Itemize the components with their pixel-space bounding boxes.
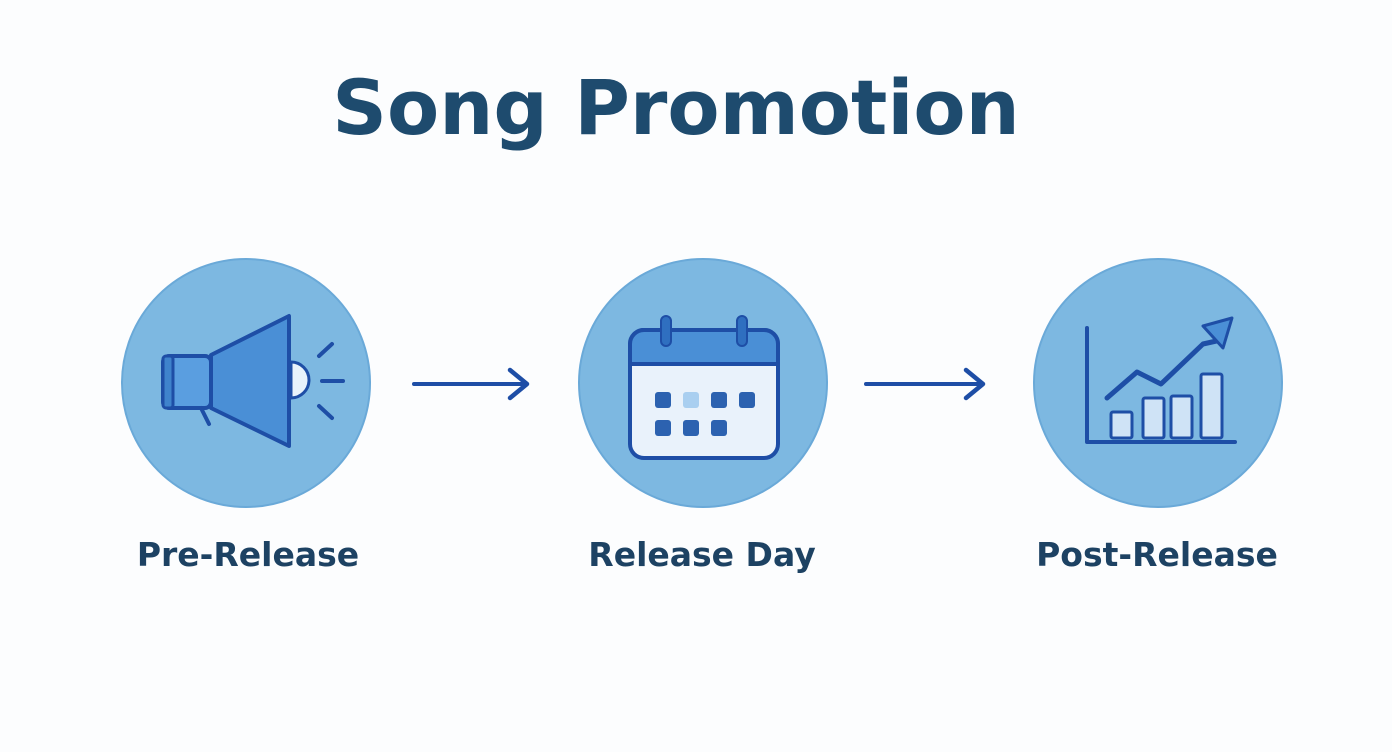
growth-chart-icon <box>1085 316 1237 444</box>
megaphone-icon <box>161 314 345 448</box>
stage-label-post-release: Post-Release <box>1036 535 1278 574</box>
right-arrow-icon <box>412 367 530 401</box>
calendar-icon <box>628 315 780 460</box>
diagram-title: Song Promotion <box>332 63 1020 152</box>
stage-label-pre-release: Pre-Release <box>136 535 360 574</box>
stage-circle <box>1033 258 1283 508</box>
stage-release-day <box>578 258 828 508</box>
right-arrow-icon <box>864 367 986 401</box>
stage-circle <box>121 258 371 508</box>
stage-post-release <box>1033 258 1283 508</box>
stage-circle <box>578 258 828 508</box>
stage-pre-release <box>121 258 371 508</box>
stage-label-release-day: Release Day <box>588 535 816 574</box>
